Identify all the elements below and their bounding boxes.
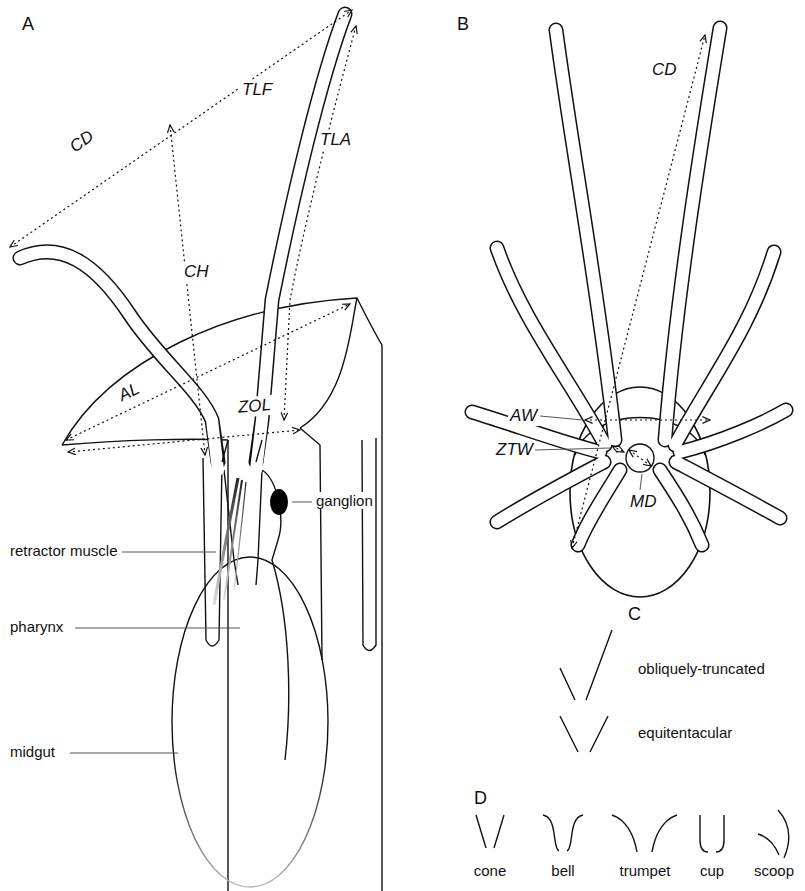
dimension-label: CH [182, 262, 211, 282]
dimension-label: TLA [318, 130, 353, 150]
panel-letter: C [626, 604, 643, 625]
crown-shape-icons [476, 810, 789, 858]
part-label: trumpet [618, 862, 673, 879]
retractor-muscle [214, 478, 246, 605]
part-label: ganglion [314, 492, 375, 509]
part-label: bell [549, 862, 576, 879]
part-label: cup [698, 862, 726, 879]
dimension-lines-a [10, 10, 356, 455]
dimension-label: AW [508, 406, 539, 426]
part-label: scoop [752, 862, 796, 879]
dimension-label: TLF [240, 80, 274, 100]
part-label: obliquely-truncated [636, 660, 767, 677]
panel-letter: D [472, 788, 489, 809]
lophophore-top-view [472, 28, 786, 597]
part-label: midgut [8, 743, 57, 760]
dimension-label: CD [64, 125, 99, 157]
dimension-label: ZOL [235, 395, 274, 418]
crown-symmetry-icons [560, 630, 612, 752]
tentacles-a [20, 14, 345, 470]
part-label: cone [472, 862, 509, 879]
dimension-label: ZTW [494, 440, 535, 460]
panel-letter: B [455, 14, 471, 35]
dimension-label: MD [628, 492, 658, 512]
dimension-label: AL [114, 378, 145, 406]
leader-lines-a [70, 502, 312, 753]
panel-letter: A [20, 14, 36, 35]
dimension-lines-b [535, 35, 710, 548]
zooid-body [62, 298, 382, 891]
part-label: pharynx [8, 618, 65, 635]
part-label: equitentacular [636, 724, 734, 741]
ganglion-mass [270, 489, 288, 515]
dimension-label: CD [650, 60, 679, 80]
part-label: retractor muscle [8, 542, 122, 559]
